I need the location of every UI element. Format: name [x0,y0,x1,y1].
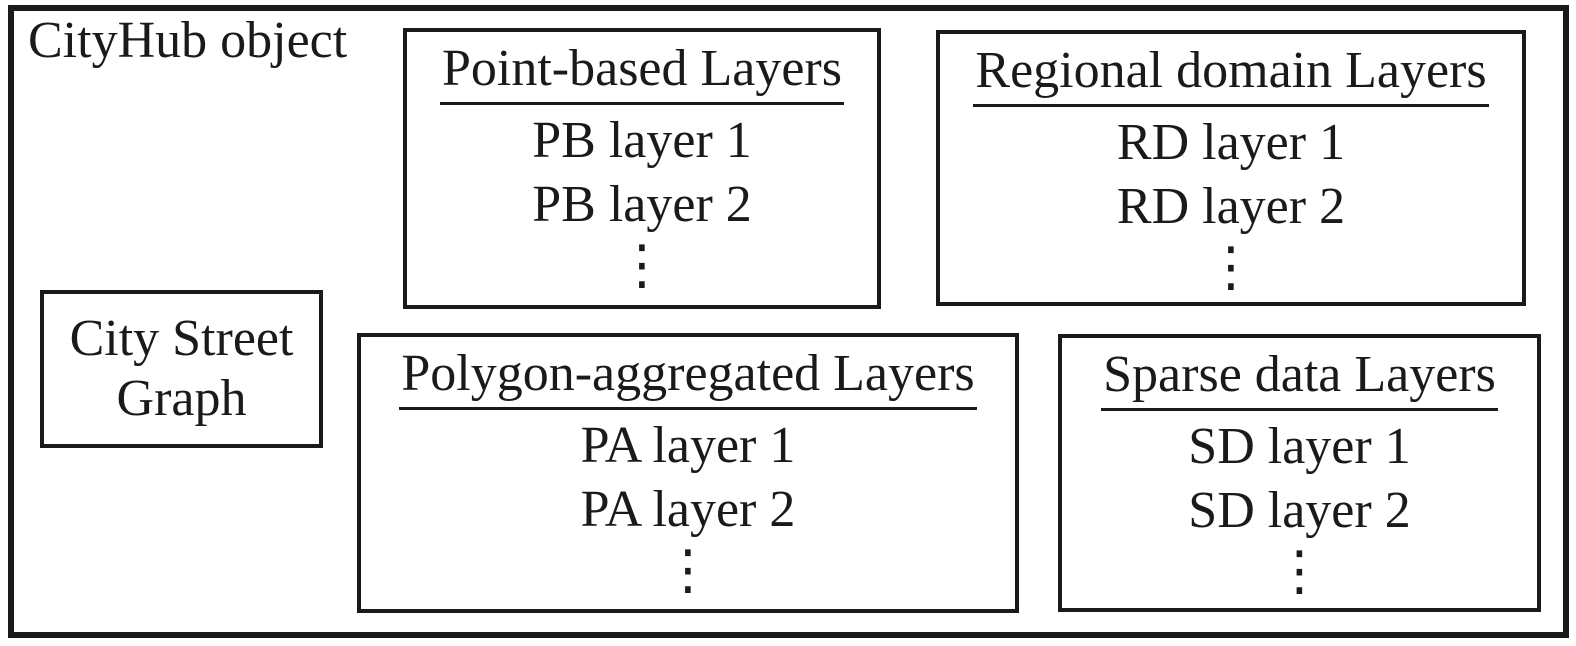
point-based-layers-items: PB layer 1 PB layer 2 ⋮ [532,109,752,293]
layer-item: PB layer 2 [532,176,752,233]
layer-item: SD layer 1 [1188,418,1411,475]
sparse-data-layers-title: Sparse data Layers [1101,346,1498,411]
point-based-layers-title: Point-based Layers [439,40,844,105]
sparse-data-layers-items: SD layer 1 SD layer 2 ⋮ [1188,415,1410,599]
city-street-graph-label-line2: Graph [116,370,247,427]
point-based-layers-box: Point-based Layers PB layer 1 PB layer 2… [403,28,881,309]
vertical-ellipsis: ⋮ [1203,237,1258,297]
cityhub-object-label: CityHub object [28,12,348,69]
regional-domain-layers-box: Regional domain Layers RD layer 1 RD lay… [936,30,1526,306]
layer-item: SD layer 2 [1188,482,1411,539]
polygon-aggregated-layers-title: Polygon-aggregated Layers [399,345,977,410]
vertical-ellipsis: ⋮ [660,540,715,600]
layer-item: RD layer 1 [1116,114,1346,171]
vertical-ellipsis: ⋮ [1272,541,1327,601]
city-street-graph-label-line1: City Street [69,310,294,367]
layer-item: PA layer 2 [580,481,796,538]
regional-domain-layers-title: Regional domain Layers [973,42,1489,107]
layer-item: PB layer 1 [532,112,752,169]
city-street-graph-box: City Street Graph [40,290,323,448]
vertical-ellipsis: ⋮ [615,235,669,295]
polygon-aggregated-layers-items: PA layer 1 PA layer 2 ⋮ [581,414,796,598]
regional-domain-layers-items: RD layer 1 RD layer 2 ⋮ [1117,111,1345,295]
polygon-aggregated-layers-box: Polygon-aggregated Layers PA layer 1 PA … [357,333,1019,613]
layer-item: RD layer 2 [1116,178,1346,235]
layer-item: PA layer 1 [580,417,796,474]
sparse-data-layers-box: Sparse data Layers SD layer 1 SD layer 2… [1058,334,1541,612]
